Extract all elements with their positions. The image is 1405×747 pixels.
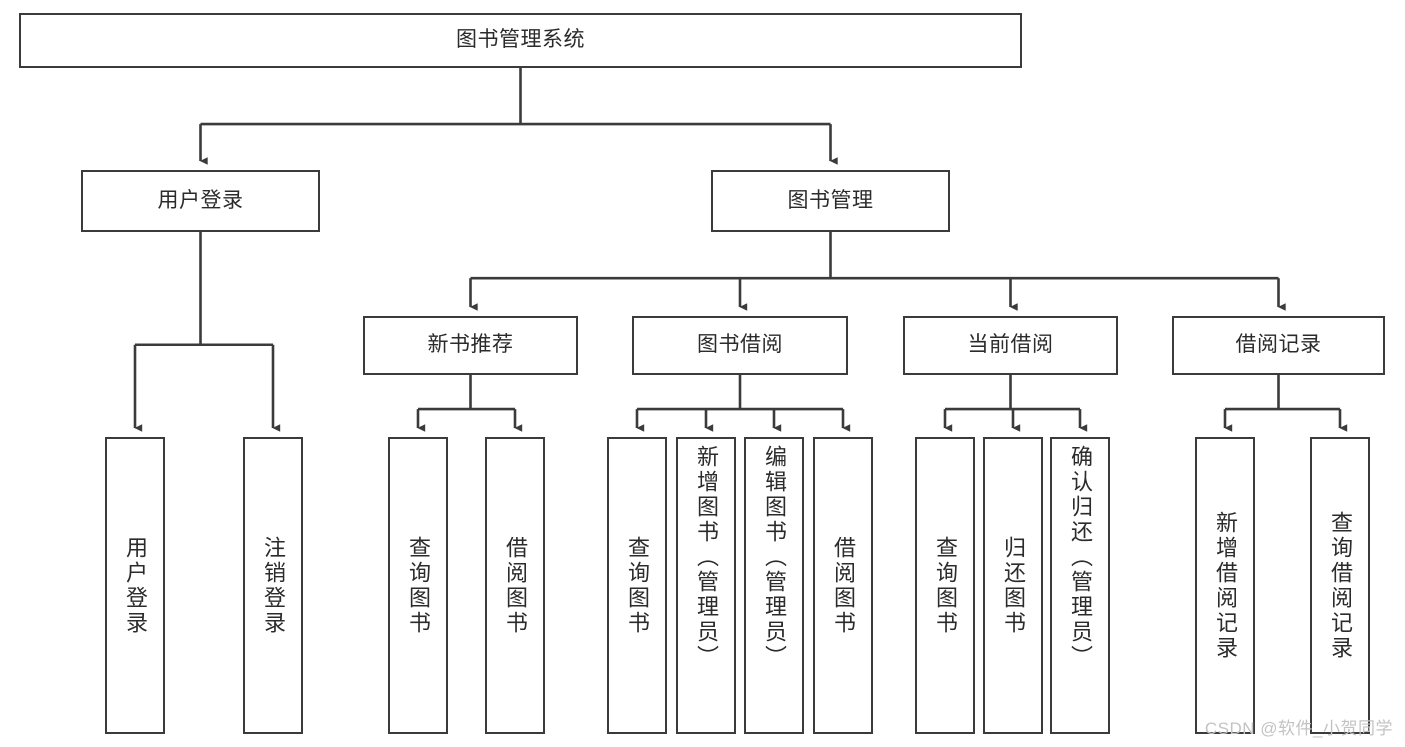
node-label: 借阅记录 — [1235, 333, 1322, 357]
node-leaf9[interactable]: 查询图书 — [915, 437, 975, 734]
node-leaf2[interactable]: 注销登录 — [243, 437, 303, 734]
node-label: 用户登录 — [157, 188, 244, 212]
node-leaf5[interactable]: 查询图书 — [607, 437, 667, 734]
node-records[interactable]: 借阅记录 — [1172, 316, 1385, 375]
node-label: 查询图书 — [625, 535, 650, 636]
node-leaf3[interactable]: 查询图书 — [388, 437, 448, 734]
node-label: 注销登录 — [261, 535, 286, 636]
connector-lines — [133, 68, 1348, 432]
node-label: 归还图书 — [1001, 535, 1026, 636]
node-bookmgmt[interactable]: 图书管理 — [711, 170, 950, 232]
node-leaf11[interactable]: 确认归还（管理员） — [1050, 437, 1110, 734]
watermark-text: CSDN @软件_小贺同学 — [1204, 719, 1393, 738]
node-label: 借阅图书 — [831, 535, 856, 636]
node-label: 图书借阅 — [697, 333, 783, 357]
node-label: 图书管理系统 — [456, 28, 585, 52]
node-label: 确认归还（管理员） — [1068, 445, 1093, 670]
node-current[interactable]: 当前借阅 — [903, 316, 1118, 375]
node-leaf13[interactable]: 查询借阅记录 — [1310, 437, 1370, 734]
node-leaf8[interactable]: 借阅图书 — [813, 437, 873, 734]
node-leaf10[interactable]: 归还图书 — [983, 437, 1043, 734]
node-label: 查询借阅记录 — [1328, 510, 1353, 661]
node-borrow[interactable]: 图书借阅 — [632, 316, 848, 375]
node-label: 查询图书 — [933, 535, 958, 636]
node-leaf6[interactable]: 新增图书（管理员） — [676, 437, 736, 734]
node-label: 新增借阅记录 — [1213, 510, 1238, 661]
node-label: 查询图书 — [406, 535, 431, 636]
node-label: 当前借阅 — [967, 333, 1054, 357]
node-label: 借阅图书 — [503, 535, 528, 636]
node-label: 图书管理 — [787, 188, 874, 212]
node-label: 新增图书（管理员） — [694, 445, 719, 670]
node-leaf1[interactable]: 用户登录 — [105, 437, 165, 734]
node-leaf7[interactable]: 编辑图书（管理员） — [744, 437, 804, 734]
node-root[interactable]: 图书管理系统 — [19, 13, 1022, 68]
node-leaf12[interactable]: 新增借阅记录 — [1195, 437, 1255, 734]
node-label: 新书推荐 — [427, 333, 514, 357]
node-label: 用户登录 — [123, 535, 148, 636]
node-login[interactable]: 用户登录 — [81, 170, 320, 232]
node-leaf4[interactable]: 借阅图书 — [485, 437, 545, 734]
node-label: 编辑图书（管理员） — [762, 445, 787, 670]
node-newbook[interactable]: 新书推荐 — [363, 316, 578, 375]
